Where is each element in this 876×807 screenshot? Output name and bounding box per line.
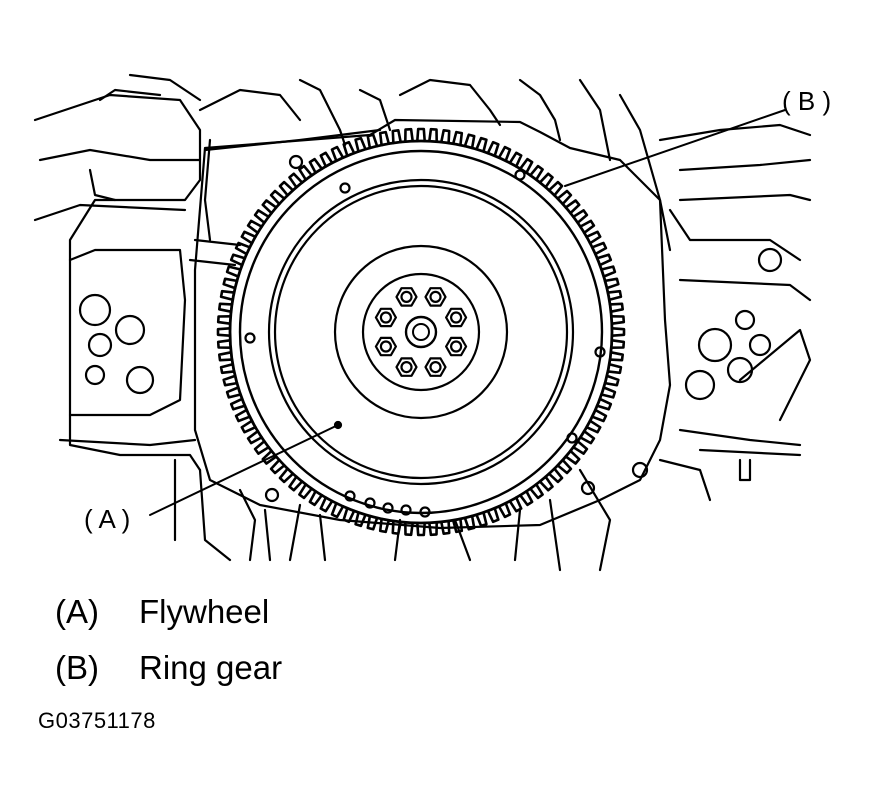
flywheel — [238, 149, 606, 518]
flywheel-illustration: ( A ) ( B ) — [33, 73, 831, 572]
bolt-head — [424, 357, 447, 377]
flywheel-hole — [419, 506, 431, 518]
bolt-washer — [379, 340, 392, 353]
flywheel-hole — [364, 497, 376, 509]
flywheel-hole — [566, 432, 578, 444]
callout-b: ( B ) — [782, 86, 831, 116]
legend-key-b: (B) — [55, 649, 99, 686]
bolt-washer — [450, 311, 463, 324]
bolt-washer — [429, 361, 442, 374]
engine-block-left-outline — [33, 73, 302, 562]
leader-line-a — [149, 424, 339, 516]
bolt-head — [424, 287, 447, 307]
flywheel-hole — [382, 502, 394, 514]
legend-key-a: (A) — [55, 593, 99, 630]
bolt-washer — [429, 290, 442, 303]
flywheel-hole — [244, 332, 256, 344]
legend-text-a: Flywheel — [139, 593, 270, 630]
legend-item-b: (B) Ring gear — [55, 648, 282, 688]
flywheel-hole — [594, 346, 606, 358]
flywheel-hole — [344, 490, 356, 502]
callout-a: ( A ) — [84, 504, 130, 534]
bolt-head — [374, 307, 397, 328]
flywheel-hole — [339, 182, 351, 194]
bolt-washer — [400, 290, 413, 303]
legend-item-a: (A) Flywheel — [55, 592, 269, 632]
flywheel-hole — [400, 504, 412, 516]
ring-gear — [216, 127, 626, 537]
leader-line-b — [564, 109, 786, 187]
engine-block-right-outline — [288, 123, 812, 572]
flywheel-holes — [244, 169, 606, 518]
bolt-washer — [400, 361, 413, 374]
flywheel-bolts — [374, 287, 468, 377]
bolt-head — [445, 336, 468, 357]
legend-text-b: Ring gear — [139, 649, 283, 686]
figure-code: G03751178 — [38, 708, 156, 733]
bolt-washer — [379, 311, 392, 324]
bolt-head — [395, 287, 418, 307]
bolt-head — [374, 336, 397, 357]
bolt-head — [395, 357, 418, 377]
bell-housing-outline — [193, 118, 672, 530]
bolt-head — [445, 307, 468, 328]
bolt-washer — [450, 340, 463, 353]
flywheel-hole — [514, 169, 526, 181]
